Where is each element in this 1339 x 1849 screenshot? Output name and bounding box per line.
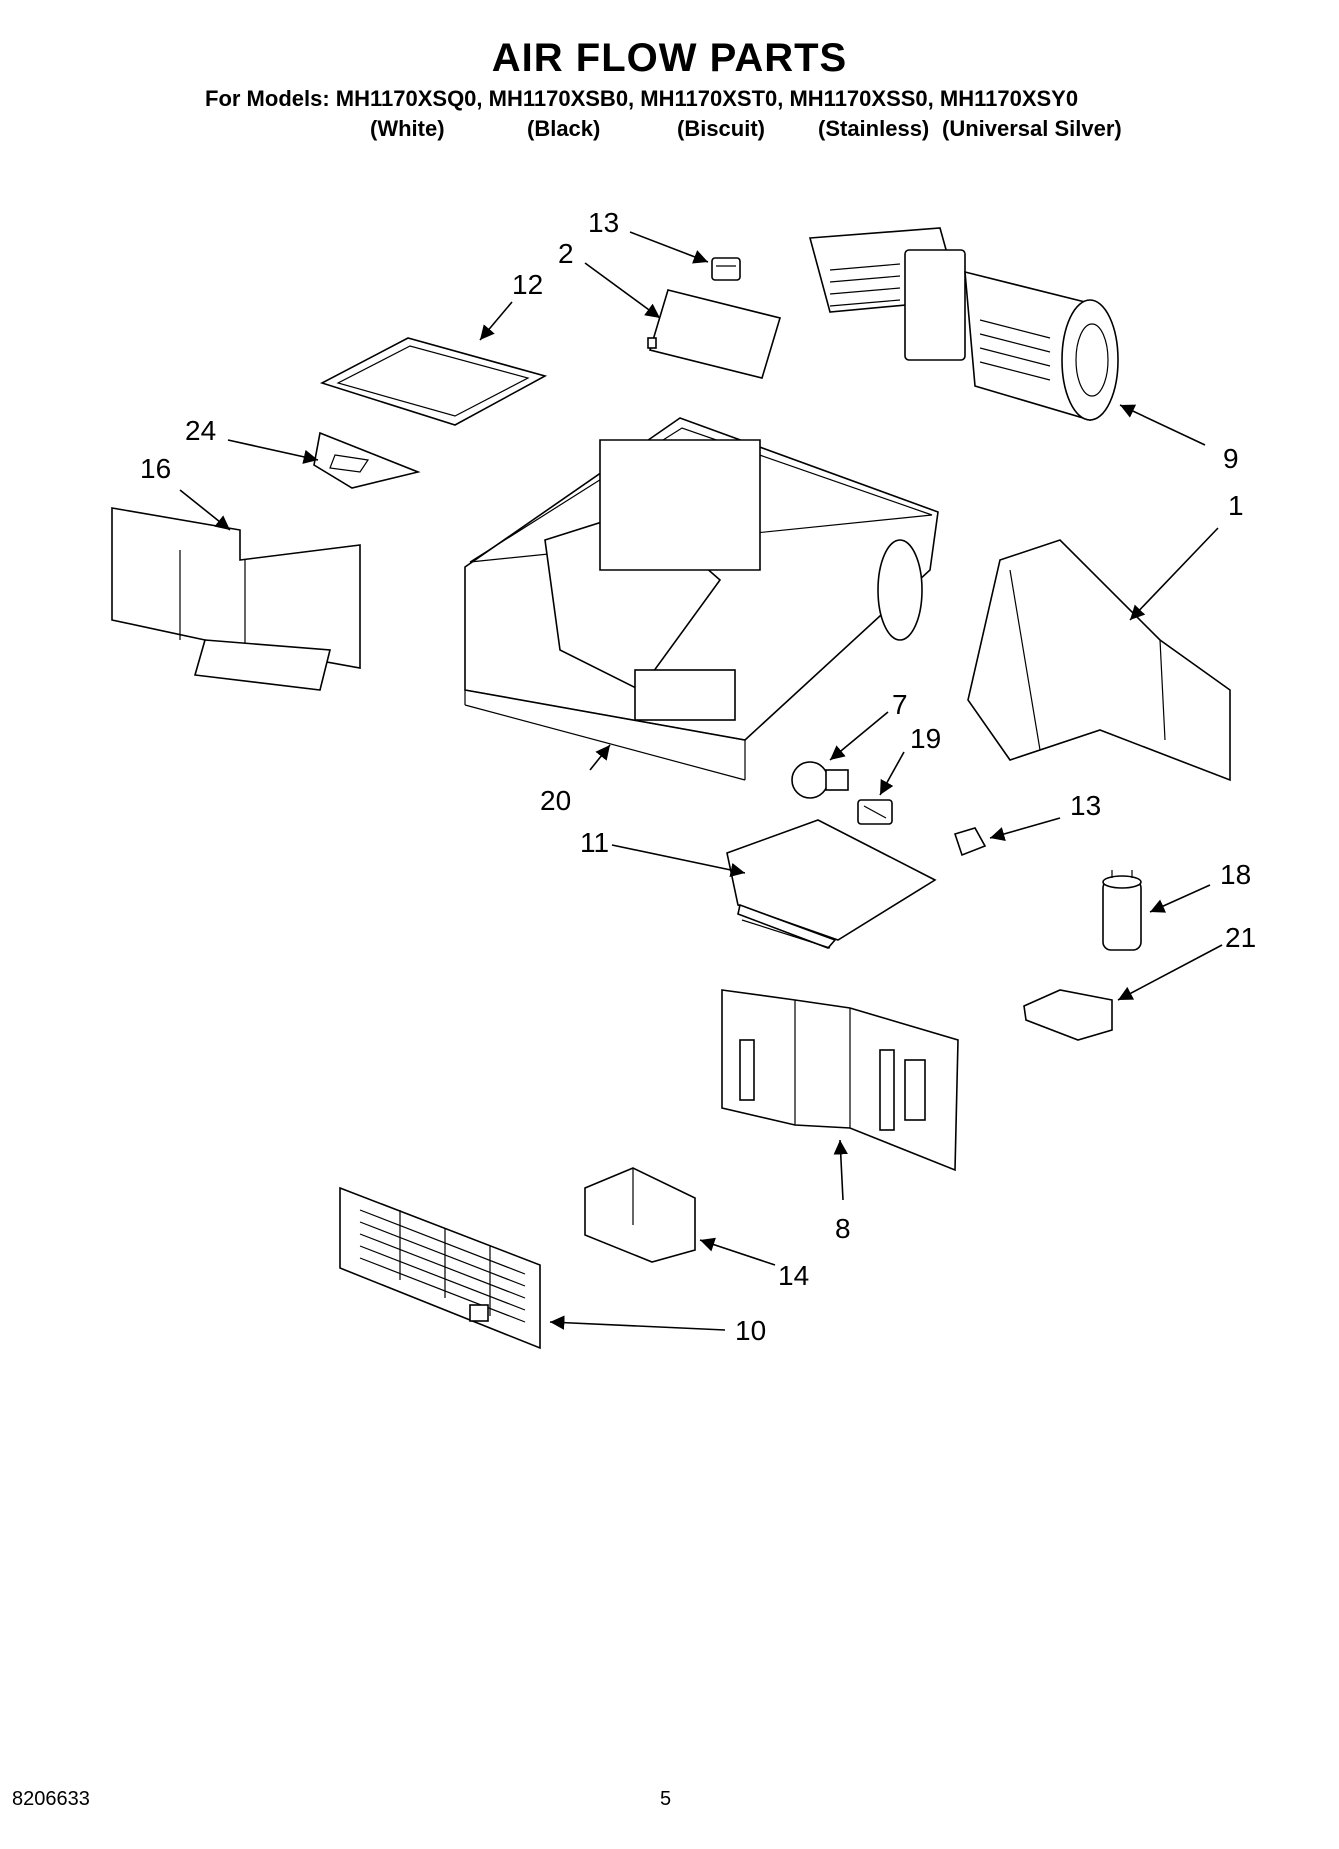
part-11-plate [726, 819, 937, 949]
callout-7: 7 [892, 689, 908, 720]
color-biscuit: (Biscuit) [677, 116, 765, 141]
callout-12: 12 [512, 269, 543, 300]
callout-20: 20 [540, 785, 571, 816]
part-2-plate [647, 289, 782, 379]
callout-13-top: 13 [588, 207, 619, 238]
part-7-lamp-bulb [791, 761, 849, 799]
document-number: 8206633 [12, 1788, 90, 1810]
leader-21 [1117, 944, 1223, 1001]
leader-16 [179, 489, 231, 531]
callout-24: 24 [185, 415, 216, 446]
part-21-bracket [1023, 989, 1113, 1041]
callout-18: 18 [1220, 859, 1251, 890]
models-line: For Models: MH1170XSQ0, MH1170XSB0, MH11… [205, 86, 1079, 111]
callout-9: 9 [1223, 443, 1239, 474]
part-1-duct-cover [967, 539, 1231, 782]
part-13-clip-top [711, 257, 741, 281]
leader-12 [479, 301, 513, 341]
callout-14: 14 [778, 1260, 809, 1291]
leader-9 [1119, 404, 1206, 446]
leader-1 [1129, 527, 1219, 621]
leader-18 [1149, 884, 1211, 913]
part-8-air-guide [721, 989, 959, 1172]
callout-11: 11 [580, 827, 609, 858]
callout-8: 8 [835, 1213, 851, 1244]
callout-13-lower: 13 [1070, 790, 1101, 821]
part-9-blower-assembly [808, 227, 1119, 422]
leader-10 [549, 1315, 726, 1331]
page-number: 5 [660, 1788, 672, 1810]
callout-1: 1 [1228, 490, 1244, 521]
part-13-clip-lower [953, 827, 987, 857]
part-16-duct-panel [111, 507, 361, 691]
leader-7 [829, 711, 889, 761]
color-black: (Black) [527, 116, 601, 141]
part-12-filter-frame [319, 337, 548, 426]
leader-20 [589, 744, 611, 771]
part-10-vent-grille [339, 1186, 541, 1350]
leader-11 [611, 844, 746, 878]
leader-13-lower [989, 817, 1061, 841]
callout-21: 21 [1225, 922, 1256, 953]
part-14-cover [584, 1167, 696, 1263]
color-white: (White) [370, 116, 445, 141]
leader-19 [879, 751, 905, 796]
callout-2: 2 [558, 238, 574, 269]
part-20-base-duct [464, 417, 939, 781]
callout-16: 16 [140, 453, 171, 484]
leader-24 [227, 439, 319, 464]
color-universal-silver: (Universal Silver) [942, 116, 1122, 141]
leader-lines [179, 231, 1223, 1331]
callout-19: 19 [910, 723, 941, 754]
leader-13-top [629, 231, 709, 264]
part-19-lamp-socket [857, 799, 893, 825]
leader-8 [833, 1139, 848, 1201]
color-stainless: (Stainless) [818, 116, 930, 141]
leader-2 [584, 262, 661, 319]
callout-10: 10 [735, 1315, 766, 1346]
part-24-plate [313, 431, 421, 489]
leader-14 [699, 1237, 776, 1266]
page-title: AIR FLOW PARTS [491, 36, 848, 80]
part-18-capacitor [1102, 870, 1142, 951]
